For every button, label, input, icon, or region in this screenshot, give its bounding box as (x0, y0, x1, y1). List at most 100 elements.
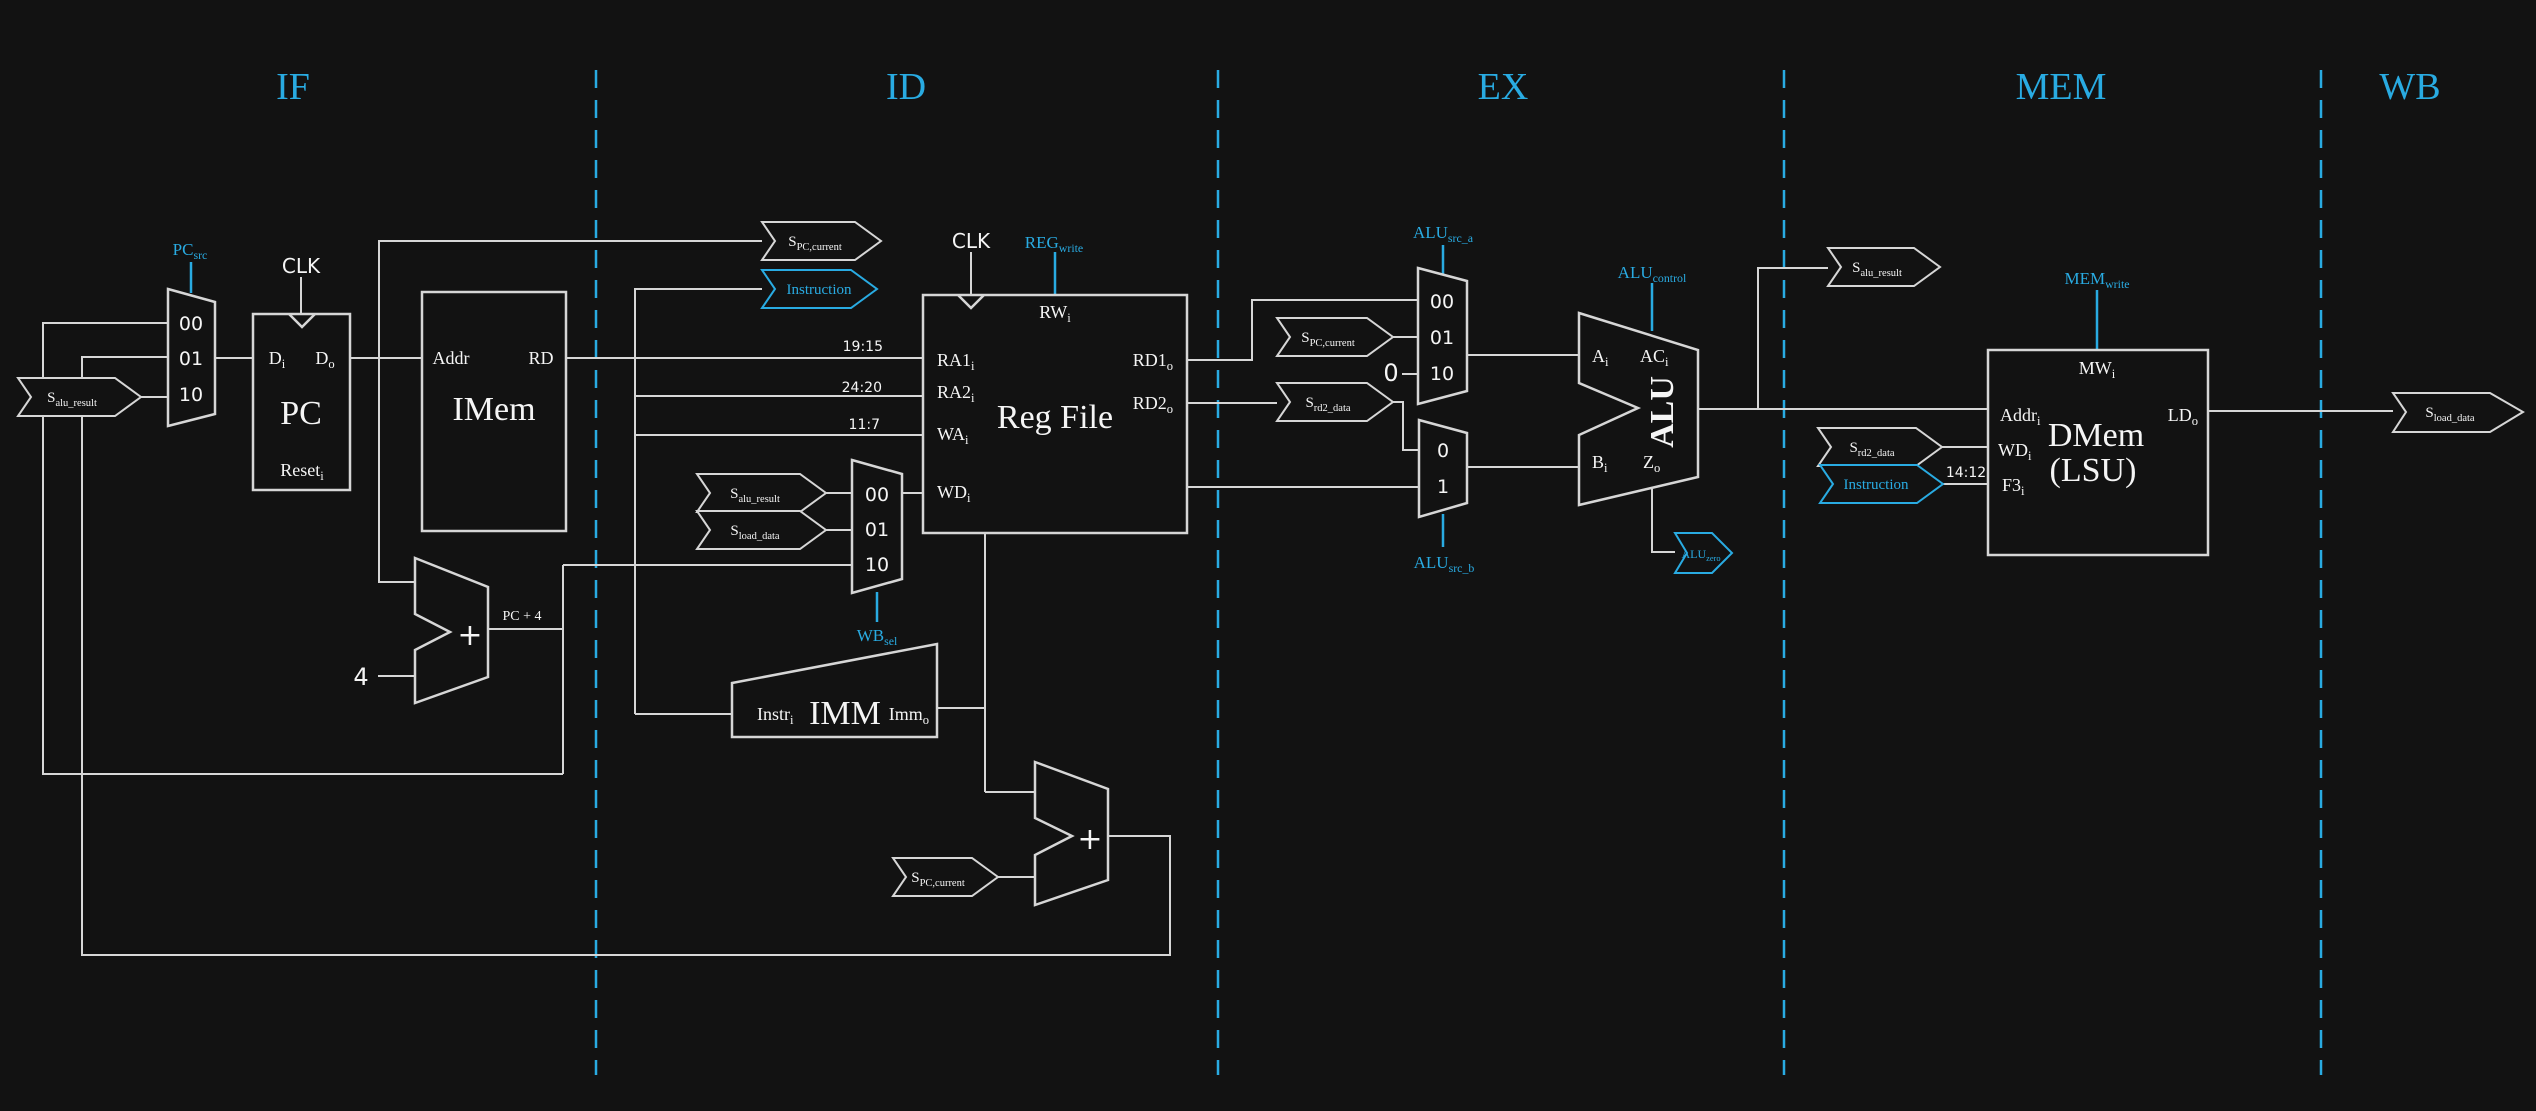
stage-label-ex: EX (1478, 66, 1529, 108)
alu-port-z: Zo (1643, 452, 1660, 475)
regfile-port-rd2: RD2o (1133, 393, 1173, 416)
regfile-title: Reg File (997, 399, 1113, 436)
pc-src-mux (166, 287, 217, 428)
regfile-port-rd2-sub: o (1167, 402, 1173, 416)
pc-port-di: Di (269, 348, 286, 371)
label-reg-write: REGwrite (1025, 233, 1083, 255)
pc-port-reset-sub: i (320, 469, 324, 483)
imm-port-instr-main: Instr (757, 704, 790, 724)
slice-f3: 14:12 (1946, 465, 1986, 481)
pc4-adder (413, 556, 490, 705)
alu-src-b-mux-opt-0: 0 (1437, 440, 1449, 462)
alu-src-b-mux (1417, 418, 1469, 519)
alu-src-a-mux-opt-01: 01 (1430, 327, 1454, 349)
regfile-port-rd1-sub: o (1167, 359, 1173, 373)
alu-port-ac-main: AC (1640, 346, 1665, 366)
wb-sel-mux-opt-10: 10 (865, 554, 889, 576)
flag-ex-s-rd2-data-main: S (1305, 395, 1313, 411)
flag-mem-s-alu-result (1826, 247, 1942, 287)
flag-wb-s-load-data-label: Sload_data (2425, 405, 2474, 424)
flag-wbmux-s-alu-result (695, 473, 828, 513)
wire-pc4-feedback-mux00 (42, 322, 563, 775)
dmem-port-mw-main: MW (2079, 358, 2112, 378)
pc-port-di-main: D (269, 348, 282, 368)
branch-adder-plus: + (1077, 822, 1102, 857)
flag-alu-zero-main: ALU (1681, 547, 1706, 561)
wb-sel-mux (850, 458, 904, 595)
flag-wb-s-load-data-sub: load_data (2434, 413, 2475, 424)
wire-instruction-vertical (634, 288, 762, 714)
alu-src-a-mux-opt-10: 10 (1430, 363, 1454, 385)
flag-branch-s-pc-current (891, 857, 1000, 897)
regfile-port-rw: RWi (1039, 302, 1071, 325)
wire-rd2flag-to-muxb0 (1393, 401, 1419, 451)
alu-src-a-mux-opt-00: 00 (1430, 291, 1454, 313)
dmem-port-f3: F3i (2002, 475, 2025, 498)
regfile-port-wa: WAi (937, 424, 969, 447)
flag-if-s-alu-result (16, 377, 143, 417)
imm-port-imm-main: Imm (889, 704, 923, 724)
dmem-port-addr-sub: i (2037, 414, 2041, 428)
regfile-port-wa-main: WA (937, 424, 965, 444)
wb-sel-mux-opt-01: 01 (865, 519, 889, 541)
pc-port-do-main: D (315, 348, 328, 368)
dmem-port-mw-sub: i (2112, 367, 2116, 381)
flag-wbmux-s-load-data-sub: load_data (739, 531, 780, 542)
imm-title: IMM (809, 695, 881, 732)
dmem-port-addr-main: Addr (2000, 405, 2037, 425)
label-alu-src-a-sub: src_a (1448, 231, 1474, 245)
label-alu-control-sub: control (1653, 271, 1687, 285)
flag-if-s-alu-result-main: S (47, 390, 55, 406)
regfile-port-rd1: RD1o (1133, 350, 1173, 373)
regfile-port-rd1-main: RD1 (1133, 350, 1167, 370)
regfile-port-ra2-sub: i (971, 391, 975, 405)
flag-mem-s-alu-result-sub: alu_result (1860, 268, 1901, 279)
imem-title: IMem (452, 391, 535, 428)
label-clk-pc: CLK (282, 254, 321, 278)
wire-rd1-to-muxa00 (1187, 299, 1418, 361)
regfile-port-wd-main: WD (937, 482, 967, 502)
regfile-port-ra1-sub: i (971, 359, 975, 373)
flag-id-instruction (760, 269, 879, 309)
flag-id-s-pc-current-label: SPC,current (788, 234, 842, 253)
alu-port-a: Ai (1592, 346, 1609, 369)
dmem-port-wd-main: WD (1998, 440, 2028, 460)
flag-mem-s-alu-result-main: S (1852, 260, 1860, 276)
alu-port-ac: ACi (1640, 346, 1669, 369)
label-mem-write-main: MEM (2064, 269, 2105, 288)
flag-mem-s-rd2-data-main: S (1849, 440, 1857, 456)
flag-wb-s-load-data-main: S (2425, 405, 2433, 421)
imm-port-instr: Instri (757, 704, 794, 727)
flag-ex-s-pc-current-main: S (1301, 330, 1309, 346)
flag-mem-s-rd2-data-label: Srd2_data (1849, 440, 1894, 459)
flag-ex-s-pc-current-label: SPC,current (1301, 330, 1355, 349)
flag-if-s-alu-result-sub: alu_result (55, 398, 96, 409)
pc4-adder-plus: + (457, 618, 482, 653)
regfile-port-rd2-main: RD2 (1133, 393, 1167, 413)
label-pc-src-main: PC (173, 240, 194, 259)
alu-port-a-main: A (1592, 346, 1605, 366)
alu-port-b-sub: i (1604, 461, 1608, 475)
imm-port-imm-sub: o (923, 713, 929, 727)
wire-pc-to-adder (378, 358, 415, 583)
wire-aluresult-tap (1757, 267, 1828, 409)
dmem-port-ld-main: LD (2168, 405, 2192, 425)
pc-port-di-sub: i (282, 357, 286, 371)
wire-pc-tap-spc (378, 240, 762, 358)
label-pc-src-sub: src (193, 248, 207, 262)
label-wb-sel: WBsel (857, 626, 898, 648)
flag-mem-s-alu-result-label: Salu_result (1852, 260, 1902, 279)
dmem-port-ld-sub: o (2192, 414, 2198, 428)
flag-branch-s-pc-current-main: S (911, 870, 919, 886)
flag-mem-s-rd2-data-sub: rd2_data (1858, 448, 1895, 459)
slice-ra2: 24:20 (842, 380, 882, 396)
stage-label-wb: WB (2379, 66, 2440, 108)
regfile-clock-notch-icon (957, 294, 985, 310)
dmem-port-f3-sub: i (2021, 484, 2025, 498)
alu-port-a-sub: i (1605, 355, 1609, 369)
label-alu-control: ALUcontrol (1618, 263, 1687, 285)
pc-port-do: Do (315, 348, 334, 371)
pc-title: PC (280, 395, 322, 432)
dmem-port-wd-sub: i (2028, 449, 2032, 463)
